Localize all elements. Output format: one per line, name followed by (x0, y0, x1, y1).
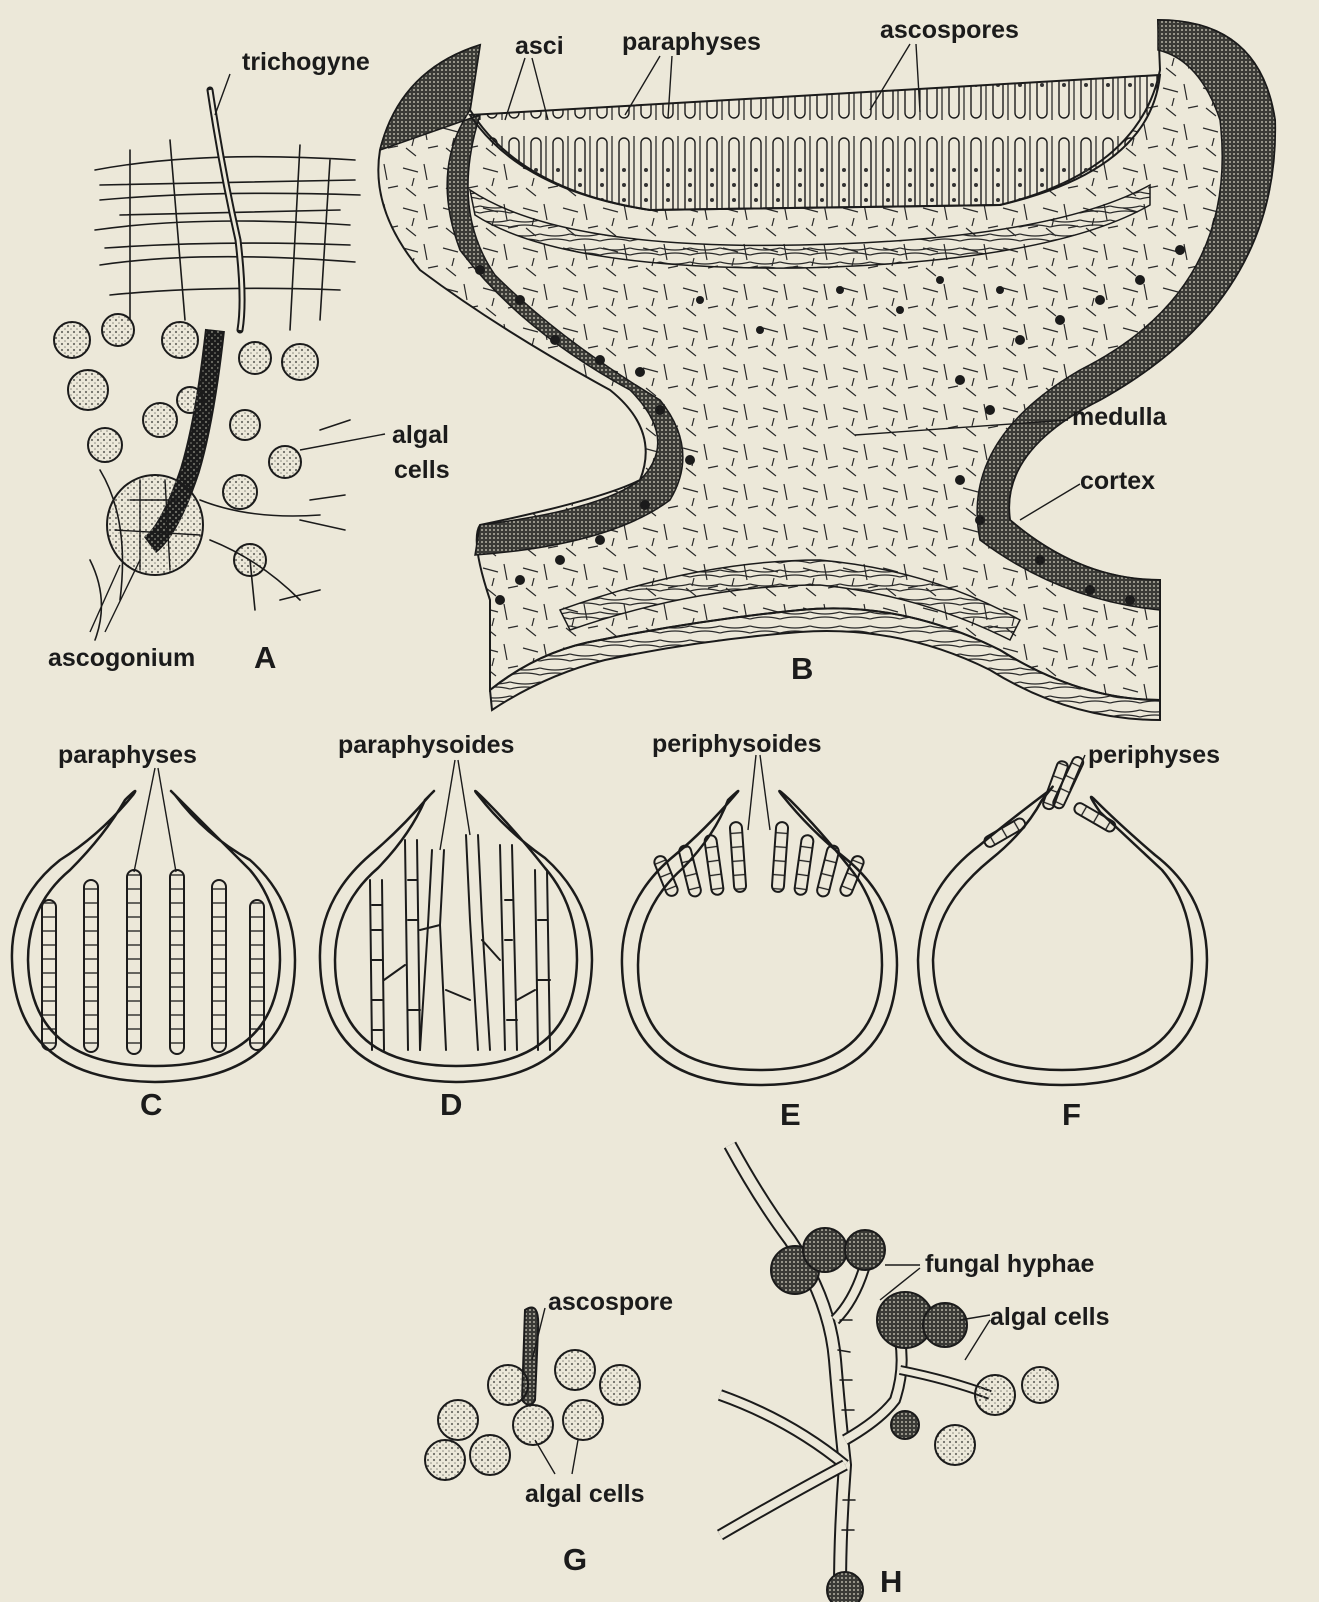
panel-c: paraphyses C (12, 741, 295, 1122)
pointer-e (748, 755, 770, 830)
cortex-label: cortex (1080, 467, 1155, 495)
algal-cells-h (771, 1228, 1058, 1602)
panel-b: asci paraphyses ascospores medulla corte… (378, 16, 1275, 720)
algal-cells-label-a-2: cells (394, 456, 450, 484)
panel-b-letter: B (791, 651, 813, 686)
perithecium-wall-e (622, 791, 897, 1085)
pointer-c (134, 768, 176, 872)
panel-d-letter: D (440, 1087, 462, 1122)
ascogonium-label: ascogonium (48, 644, 195, 672)
panel-h: fungal hyphae algal cells H (720, 1145, 1110, 1602)
asci-label: asci (515, 32, 564, 60)
paraphysoides-label: paraphysoides (338, 731, 514, 759)
algal-cells-label-h: algal cells (990, 1303, 1110, 1331)
panel-d: paraphysoides D (320, 731, 592, 1122)
panel-g: ascospore algal cells G (425, 1288, 673, 1577)
paraphysoides-network (370, 835, 550, 1050)
panel-e-letter: E (780, 1097, 801, 1132)
trichogyne (210, 90, 242, 330)
periphysoides-label: periphysoides (652, 730, 822, 758)
algal-cells-label-g: algal cells (525, 1480, 645, 1508)
hyphae-mesh (95, 140, 360, 330)
hyphae-branches-h (720, 1145, 990, 1590)
trichogyne-label: trichogyne (242, 48, 370, 76)
ascogonium (107, 330, 215, 575)
ascospores-label: ascospores (880, 16, 1019, 44)
medulla-label: medulla (1072, 403, 1168, 431)
panel-h-letter: H (880, 1564, 902, 1599)
periphyses-label: periphyses (1088, 741, 1220, 769)
ascospore-label: ascospore (548, 1288, 673, 1316)
paraphyses-label-b: paraphyses (622, 28, 761, 56)
fungal-hyphae-label: fungal hyphae (925, 1250, 1095, 1278)
panel-c-letter: C (140, 1087, 162, 1122)
paraphyses-label-c: paraphyses (58, 741, 197, 769)
perithecium-wall-f (918, 787, 1207, 1085)
panel-e: periphysoides E (622, 730, 897, 1132)
periphysoides-filaments (653, 822, 866, 898)
perithecium-wall-d (320, 791, 592, 1082)
pointers-g (532, 1308, 578, 1474)
panel-f: periphyses F (918, 741, 1220, 1132)
panel-g-letter: G (563, 1542, 587, 1577)
panel-a-letter: A (254, 640, 276, 675)
paraphyses-filaments-c (42, 870, 264, 1054)
panel-f-letter: F (1062, 1097, 1081, 1132)
algal-cells-label-a-1: algal (392, 421, 449, 449)
